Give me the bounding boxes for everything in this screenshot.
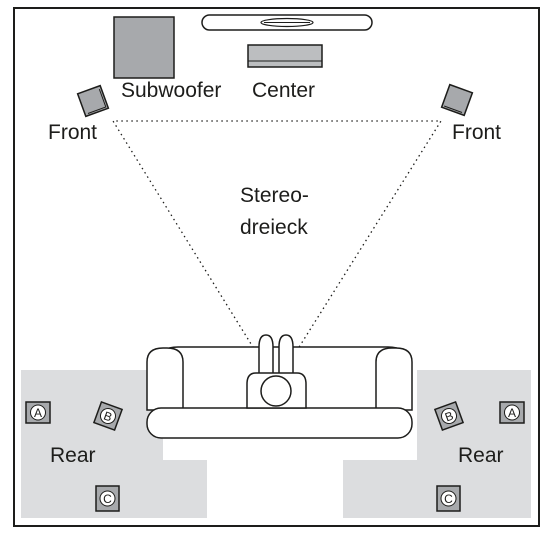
front-right-label: Front xyxy=(452,121,501,144)
rear-zone-right xyxy=(343,370,531,518)
center-speaker xyxy=(247,44,323,68)
rear-left-speaker-a: A xyxy=(25,401,51,424)
rear-right-speaker-a: A xyxy=(499,401,525,424)
rear-left-speaker-a-letter: A xyxy=(34,406,42,420)
rear-right-speaker-c: C xyxy=(436,485,461,512)
rear-right-speaker-a-letter: A xyxy=(508,406,516,420)
subwoofer-speaker xyxy=(113,16,175,79)
listener-person xyxy=(246,334,307,409)
rear-left-speaker-b: B xyxy=(92,400,124,432)
stereo-triangle xyxy=(111,120,443,353)
tv xyxy=(201,14,373,31)
rear-right-label: Rear xyxy=(458,444,504,467)
rear-left-speaker-c-letter: C xyxy=(103,492,112,506)
stereo-triangle-label-line1: Stereo- xyxy=(240,184,309,207)
center-label: Center xyxy=(252,79,315,102)
stereo-triangle-label-line2: dreieck xyxy=(240,216,308,239)
front-left-label: Front xyxy=(48,121,97,144)
front-right-speaker xyxy=(440,83,474,117)
subwoofer-label: Subwoofer xyxy=(121,79,221,102)
rear-right-speaker-c-letter: C xyxy=(444,492,453,506)
front-left-speaker xyxy=(76,84,110,118)
rear-left-speaker-c: C xyxy=(95,485,120,512)
rear-right-speaker-b: B xyxy=(433,400,465,432)
rear-left-label: Rear xyxy=(50,444,96,467)
